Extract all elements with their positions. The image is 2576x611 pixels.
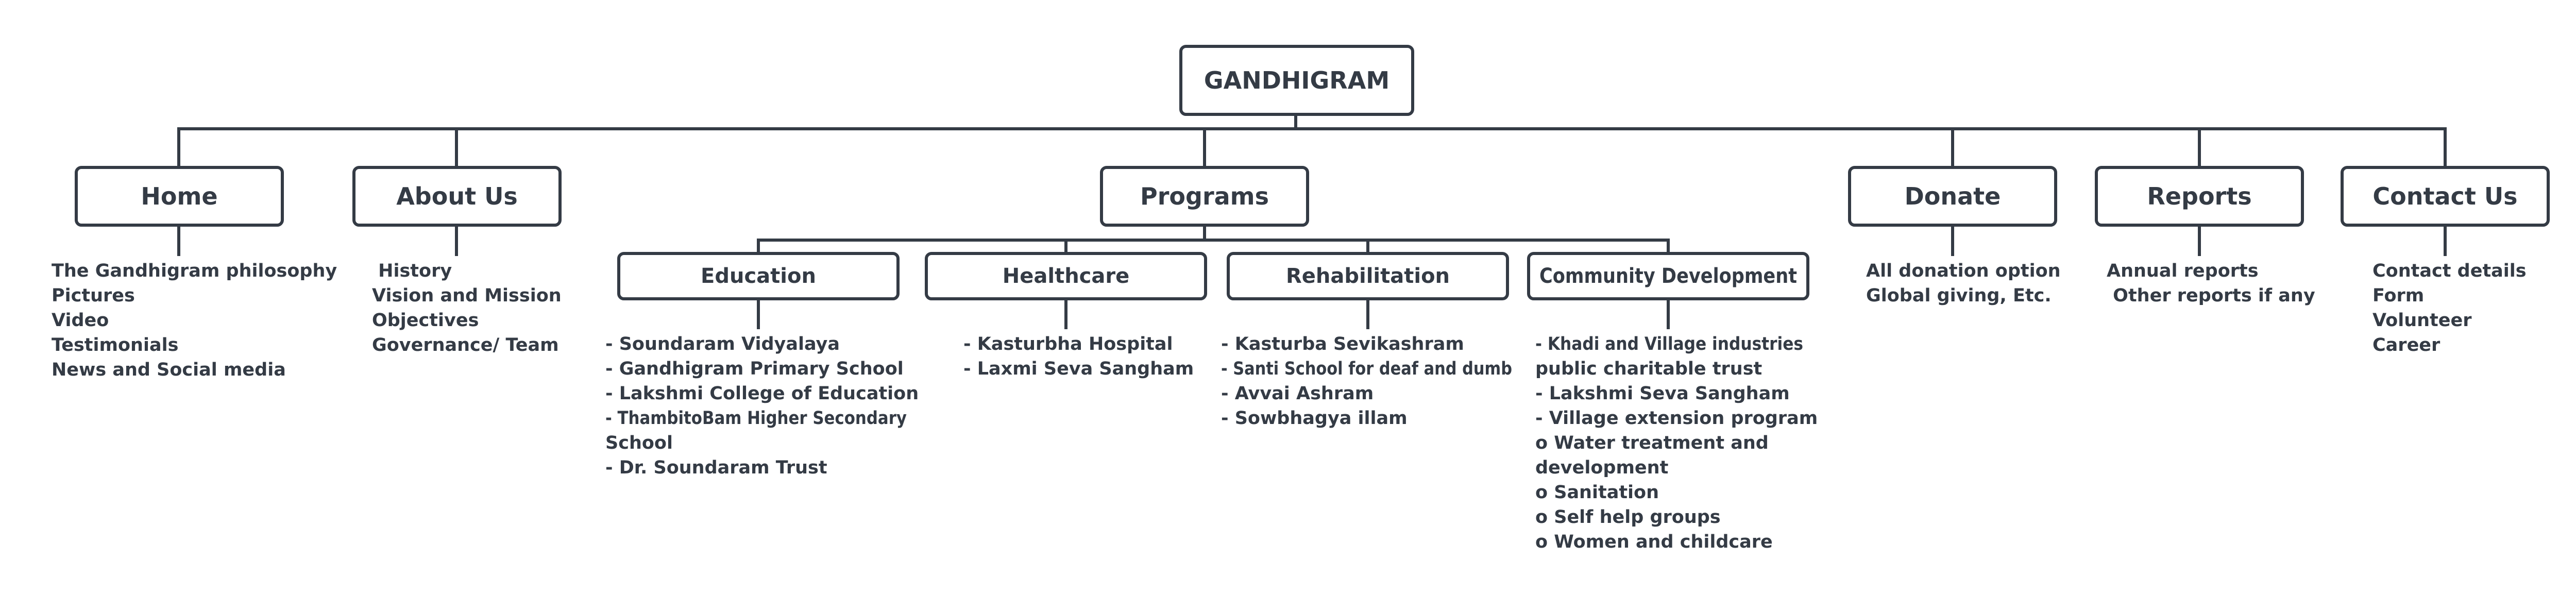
education-item: - Soundaram Vidyalaya	[605, 334, 840, 354]
rehabilitation-item: - Santi School for deaf and dumb	[1221, 359, 1512, 379]
education-item: - ThambitoBam Higher Secondary	[605, 408, 907, 429]
node-home: Home	[75, 166, 284, 227]
contact-us-item: Career	[2372, 335, 2441, 355]
connector-sub-bus	[757, 239, 1670, 255]
node-home-label: Home	[141, 182, 217, 210]
education-item: - Lakshmi College of Education	[605, 383, 919, 404]
home-item: Video	[52, 310, 109, 331]
node-rehabilitation-label: Rehabilitation	[1286, 264, 1450, 288]
node-donate-box	[1848, 166, 2057, 227]
node-about-us-box	[352, 166, 562, 227]
node-gandhigram-label: GANDHIGRAM	[1204, 66, 1389, 94]
node-gandhigram-box	[1179, 45, 1414, 116]
node-education: Education	[617, 252, 900, 300]
node-healthcare: Healthcare	[925, 252, 1207, 300]
education-item: - Gandhigram Primary School	[605, 359, 904, 379]
donate-items: All donation option Global giving, Etc.	[1866, 261, 2061, 306]
node-community-development-box	[1527, 252, 1809, 300]
donate-item: Global giving, Etc.	[1866, 285, 2052, 306]
node-community-development-label: Community Development	[1539, 264, 1797, 288]
node-education-label: Education	[701, 264, 816, 288]
community-development-item: o Self help groups	[1535, 507, 1721, 528]
healthcare-items: - Kasturbha Hospital - Laxmi Seva Sangha…	[963, 334, 1194, 379]
connectors	[177, 113, 2447, 329]
node-healthcare-box	[925, 252, 1207, 300]
donate-item: All donation option	[1866, 261, 2061, 281]
node-reports-box	[2095, 166, 2304, 227]
node-community-development: Community Development	[1527, 252, 1809, 300]
node-about-us-label: About Us	[396, 182, 518, 210]
about-us-item: History	[372, 261, 452, 281]
contact-us-item: Form	[2372, 285, 2424, 306]
reports-items: Annual reports Other reports if any	[2107, 261, 2315, 306]
node-home-box	[75, 166, 284, 227]
education-item: - Dr. Soundaram Trust	[605, 457, 827, 478]
node-programs-box	[1100, 166, 1309, 227]
contact-us-item: Contact details	[2372, 261, 2527, 281]
about-us-item: Vision and Mission	[372, 285, 562, 306]
node-contact-us: Contact Us	[2341, 166, 2550, 227]
about-us-items: History Vision and Mission Objectives Go…	[372, 261, 562, 355]
home-item: Pictures	[52, 285, 135, 306]
rehabilitation-item: - Avvai Ashram	[1221, 383, 1374, 404]
community-development-item: development	[1535, 457, 1668, 478]
node-contact-us-box	[2341, 166, 2550, 227]
contact-us-items: Contact details Form Volunteer Career	[2372, 261, 2527, 355]
about-us-item: Objectives	[372, 310, 479, 331]
contact-us-item: Volunteer	[2372, 310, 2472, 331]
reports-item: Other reports if any	[2107, 285, 2315, 306]
node-about-us: About Us	[352, 166, 562, 227]
community-development-item: public charitable trust	[1535, 359, 1762, 379]
node-rehabilitation: Rehabilitation	[1227, 252, 1509, 300]
node-programs-label: Programs	[1140, 182, 1269, 210]
connector-main-bus	[177, 127, 2447, 169]
node-rehabilitation-box	[1227, 252, 1509, 300]
community-development-item: - Village extension program	[1535, 408, 1818, 429]
node-contact-us-label: Contact Us	[2372, 182, 2517, 210]
rehabilitation-item: - Sowbhagya illam	[1221, 408, 1408, 429]
node-healthcare-label: Healthcare	[1003, 264, 1129, 288]
healthcare-item: - Laxmi Seva Sangham	[963, 359, 1194, 379]
community-development-item: o Water treatment and	[1535, 433, 1769, 453]
rehabilitation-items: - Kasturba Sevikashram - Santi School fo…	[1221, 334, 1512, 429]
rehabilitation-item: - Kasturba Sevikashram	[1221, 334, 1464, 354]
home-items: The Gandhigram philosophy Pictures Video…	[52, 261, 337, 380]
home-item: Testimonials	[52, 335, 178, 355]
community-development-item: o Women and childcare	[1535, 532, 1773, 552]
healthcare-item: - Kasturbha Hospital	[963, 334, 1173, 354]
node-reports-label: Reports	[2147, 182, 2251, 210]
education-item: School	[605, 433, 673, 453]
community-development-item: - Khadi and Village industries	[1535, 334, 1803, 354]
home-item: News and Social media	[52, 360, 286, 380]
community-development-item: - Lakshmi Seva Sangham	[1535, 383, 1790, 404]
community-development-item: o Sanitation	[1535, 482, 1659, 503]
home-item: The Gandhigram philosophy	[52, 261, 337, 281]
node-donate-label: Donate	[1905, 182, 2001, 210]
about-us-item: Governance/ Team	[372, 335, 559, 355]
node-reports: Reports	[2095, 166, 2304, 227]
reports-item: Annual reports	[2107, 261, 2259, 281]
education-items: - Soundaram Vidyalaya - Gandhigram Prima…	[605, 334, 919, 478]
node-gandhigram: GANDHIGRAM	[1179, 45, 1414, 116]
node-donate: Donate	[1848, 166, 2057, 227]
node-education-box	[617, 252, 900, 300]
community-development-items: - Khadi and Village industries public ch…	[1535, 334, 1818, 552]
node-programs: Programs	[1100, 166, 1309, 227]
